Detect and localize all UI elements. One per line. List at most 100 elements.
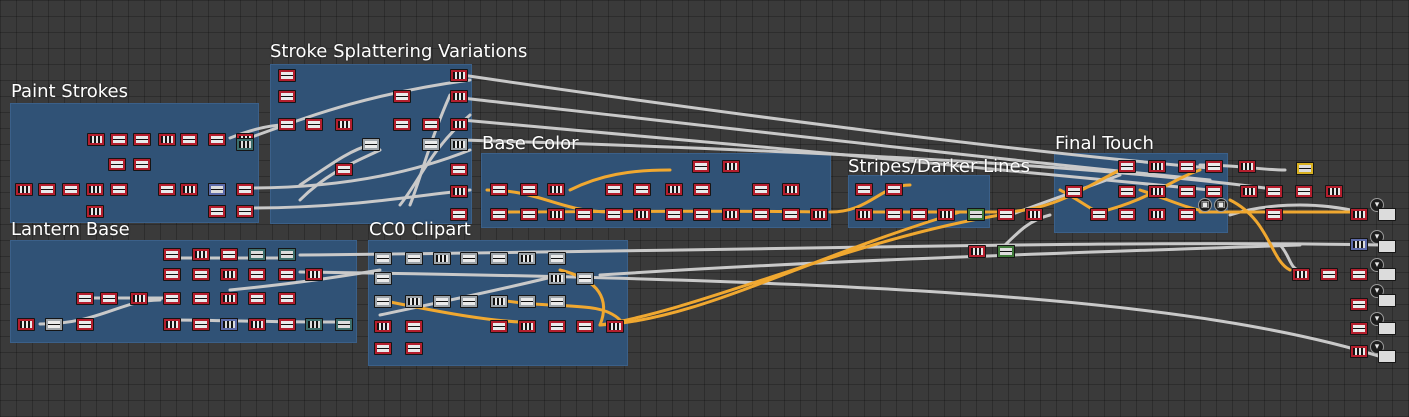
graph-node[interactable]	[1350, 238, 1368, 251]
graph-node[interactable]	[1205, 160, 1223, 173]
graph-node[interactable]	[278, 69, 296, 82]
graph-node[interactable]	[76, 318, 94, 331]
graph-node[interactable]	[278, 248, 296, 261]
graph-node[interactable]	[576, 272, 594, 285]
graph-node[interactable]	[722, 208, 740, 221]
graph-node[interactable]	[490, 252, 508, 265]
graph-node[interactable]	[450, 69, 468, 82]
graph-node[interactable]	[1350, 322, 1368, 335]
graph-node[interactable]	[335, 318, 353, 331]
graph-node[interactable]	[633, 183, 651, 196]
graph-node[interactable]	[236, 205, 254, 218]
graph-node[interactable]	[192, 318, 210, 331]
graph-node[interactable]	[490, 320, 508, 333]
graph-node[interactable]	[968, 245, 986, 258]
graph-node[interactable]	[1148, 185, 1166, 198]
graph-node[interactable]	[86, 205, 104, 218]
graph-node[interactable]	[405, 252, 423, 265]
graph-node[interactable]	[335, 163, 353, 176]
graph-node[interactable]	[450, 208, 468, 221]
graph-node[interactable]	[393, 118, 411, 131]
graph-node[interactable]	[220, 292, 238, 305]
graph-node[interactable]	[518, 320, 536, 333]
graph-node[interactable]	[278, 90, 296, 103]
graph-node[interactable]	[305, 318, 323, 331]
graph-node[interactable]	[248, 292, 266, 305]
graph-node[interactable]	[15, 183, 33, 196]
graph-node[interactable]	[1350, 208, 1368, 221]
graph-node[interactable]	[45, 318, 63, 331]
graph-node[interactable]	[1292, 268, 1310, 281]
graph-node[interactable]	[133, 133, 151, 146]
graph-node[interactable]	[1238, 160, 1256, 173]
graph-node[interactable]	[17, 318, 35, 331]
graph-node[interactable]	[163, 318, 181, 331]
graph-node[interactable]	[1025, 208, 1043, 221]
graph-node[interactable]	[722, 160, 740, 173]
graph-node[interactable]	[1148, 208, 1166, 221]
graph-node[interactable]	[405, 295, 423, 308]
graph-node[interactable]	[393, 90, 411, 103]
graph-node[interactable]	[1118, 208, 1136, 221]
graph-node[interactable]	[305, 118, 323, 131]
graph-node[interactable]	[490, 208, 508, 221]
graph-node[interactable]	[192, 248, 210, 261]
graph-node[interactable]	[810, 208, 828, 221]
graph-node[interactable]	[1090, 208, 1108, 221]
graph-node[interactable]	[520, 183, 538, 196]
graph-node[interactable]	[1178, 185, 1196, 198]
graph-node[interactable]	[1325, 185, 1343, 198]
graph-node[interactable]	[1118, 185, 1136, 198]
graph-node[interactable]	[208, 133, 226, 146]
graph-node[interactable]	[460, 295, 478, 308]
graph-node[interactable]	[450, 138, 468, 151]
graph-node[interactable]	[422, 118, 440, 131]
graph-node[interactable]	[220, 268, 238, 281]
graph-node[interactable]	[547, 208, 565, 221]
graph-node[interactable]	[665, 183, 683, 196]
graph-node[interactable]	[374, 295, 392, 308]
graph-node[interactable]	[374, 272, 392, 285]
graph-node[interactable]	[605, 208, 623, 221]
graph-node[interactable]	[180, 183, 198, 196]
graph-node[interactable]	[87, 133, 105, 146]
graph-node[interactable]	[1295, 185, 1313, 198]
graph-node[interactable]	[305, 268, 323, 281]
graph-node[interactable]	[547, 183, 565, 196]
graph-node[interactable]	[937, 208, 955, 221]
graph-node[interactable]	[490, 183, 508, 196]
graph-node[interactable]	[548, 295, 566, 308]
graph-node[interactable]	[1205, 185, 1223, 198]
graph-node[interactable]	[236, 183, 254, 196]
graph-node[interactable]	[192, 268, 210, 281]
graph-node[interactable]	[374, 320, 392, 333]
output-node[interactable]	[1378, 350, 1396, 363]
graph-node[interactable]	[548, 320, 566, 333]
graph-node[interactable]	[335, 118, 353, 131]
graph-node[interactable]	[1148, 160, 1166, 173]
graph-node[interactable]	[158, 183, 176, 196]
graph-node[interactable]	[1296, 162, 1314, 175]
output-node[interactable]	[1378, 240, 1396, 253]
graph-node[interactable]	[208, 205, 226, 218]
graph-node[interactable]	[633, 208, 651, 221]
frame-base-color[interactable]	[481, 153, 831, 228]
graph-node[interactable]	[374, 252, 392, 265]
graph-node[interactable]	[248, 248, 266, 261]
graph-node[interactable]	[782, 208, 800, 221]
graph-node[interactable]	[163, 292, 181, 305]
gear-icon[interactable]: ▣	[1214, 198, 1228, 212]
graph-node[interactable]	[422, 138, 440, 151]
graph-node[interactable]	[76, 292, 94, 305]
graph-node[interactable]	[518, 252, 536, 265]
graph-node[interactable]	[180, 133, 198, 146]
output-node[interactable]	[1378, 294, 1396, 307]
graph-node[interactable]	[997, 208, 1015, 221]
graph-node[interactable]	[885, 183, 903, 196]
graph-node[interactable]	[208, 183, 226, 196]
gear-icon[interactable]: ▣	[1198, 198, 1212, 212]
graph-node[interactable]	[1265, 208, 1283, 221]
graph-node[interactable]	[885, 208, 903, 221]
graph-node[interactable]	[110, 183, 128, 196]
graph-node[interactable]	[606, 320, 624, 333]
